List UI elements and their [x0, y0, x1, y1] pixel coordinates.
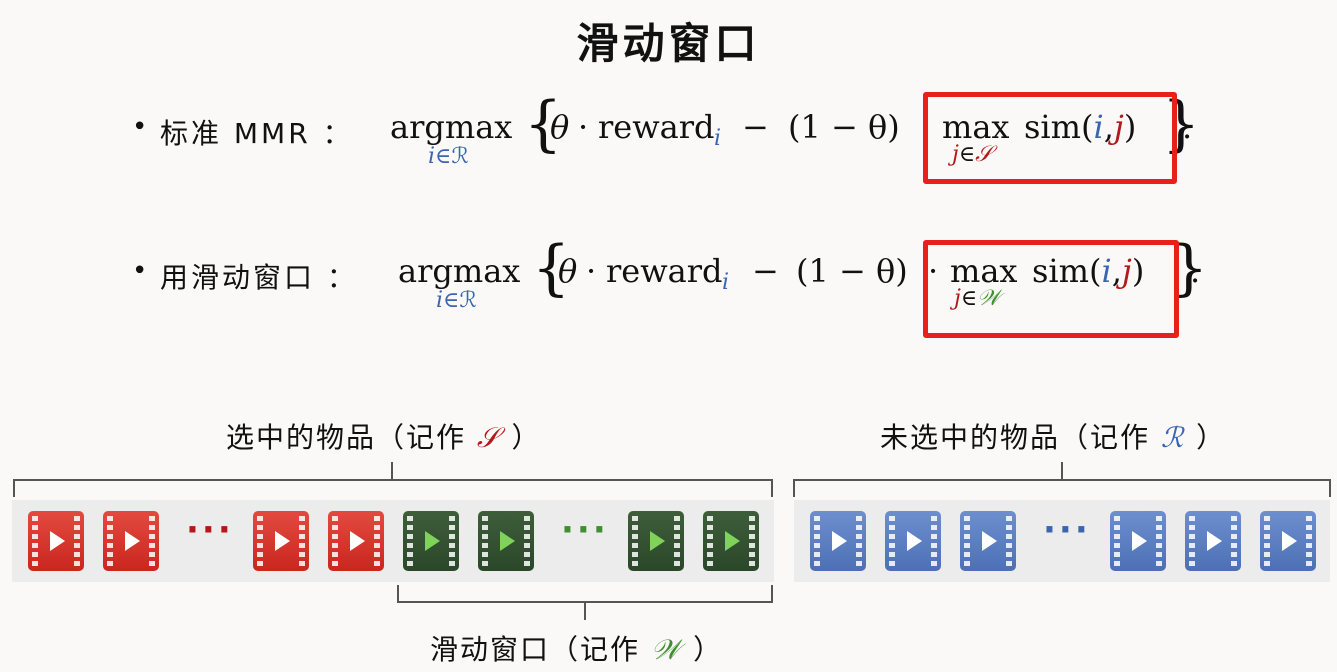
ellipsis-selected: ···: [186, 510, 234, 550]
film-play-icon: [28, 511, 84, 571]
formula-standard-mmr: • 标准 MMR ： argmax i∈ℛ { θ · reward i − (…: [132, 94, 1212, 188]
argmax-operator: argmax: [398, 252, 521, 290]
period: .: [1190, 252, 1201, 290]
one-minus-theta: (1 − θ): [788, 108, 900, 146]
bracket-selected: [13, 462, 773, 497]
reward-subscript: i: [714, 126, 722, 151]
sim-function: sim(i,j): [1024, 108, 1137, 146]
film-play-icon: [885, 511, 941, 571]
film-play-icon: [1260, 511, 1316, 571]
highlight-box-max-sim-W: [923, 240, 1179, 338]
caption-sliding-window: 滑动窗口（记作 𝒲 ）: [430, 633, 724, 666]
film-play-icon: [1185, 511, 1241, 571]
page-title: 滑动窗口: [576, 19, 761, 68]
minus-operator: −: [742, 108, 769, 146]
formula-label: 用滑动窗口 ：: [160, 261, 358, 294]
film-play-icon: [960, 511, 1016, 571]
sim-function: sim(i,j): [1032, 252, 1145, 290]
film-play-icon: [328, 511, 384, 571]
period: .: [1182, 108, 1193, 146]
film-play-icon: [253, 511, 309, 571]
film-play-icon: [403, 511, 459, 571]
max-operator: max: [942, 108, 1010, 146]
theta: θ: [558, 252, 578, 290]
max-subscript: j∈𝒮: [952, 142, 993, 167]
caption-selected-items: 选中的物品（记作 𝒮 ）: [226, 421, 542, 454]
one-minus-theta: (1 − θ): [796, 252, 908, 290]
bullet: •: [132, 256, 148, 286]
highlight-box-max-sim-S: [923, 92, 1177, 184]
dot-operator: ·: [578, 108, 589, 146]
film-play-icon: [478, 511, 534, 571]
caption-unselected-items: 未选中的物品（记作 ℛ ）: [880, 421, 1227, 454]
dot-operator-2: ·: [928, 252, 939, 290]
minus-operator: −: [752, 252, 779, 290]
theta: θ: [550, 108, 570, 146]
dot-operator: ·: [586, 252, 597, 290]
reward-term: reward: [598, 108, 715, 146]
ellipsis-unselected: ···: [1043, 510, 1091, 550]
film-play-icon: [810, 511, 866, 571]
brace-close: }: [1162, 89, 1201, 159]
reward-subscript: i: [722, 270, 730, 295]
brace-open: {: [532, 233, 571, 303]
film-play-icon: [703, 511, 759, 571]
film-play-icon: [1110, 511, 1166, 571]
film-play-icon: [628, 511, 684, 571]
max-subscript: j∈𝒲: [954, 286, 1001, 311]
argmax-operator: argmax: [390, 108, 513, 146]
max-operator: max: [950, 252, 1018, 290]
brace-open: {: [524, 89, 563, 159]
argmax-subscript: i∈ℛ: [436, 288, 477, 313]
ellipsis-window: ···: [561, 510, 609, 550]
reward-term: reward: [606, 252, 723, 290]
bracket-window: [397, 585, 773, 620]
bullet: •: [132, 112, 148, 142]
argmax-subscript: i∈ℛ: [428, 144, 469, 169]
formula-label: 标准 MMR ：: [160, 117, 354, 150]
bracket-unselected: [793, 462, 1331, 497]
film-play-icon: [103, 511, 159, 571]
